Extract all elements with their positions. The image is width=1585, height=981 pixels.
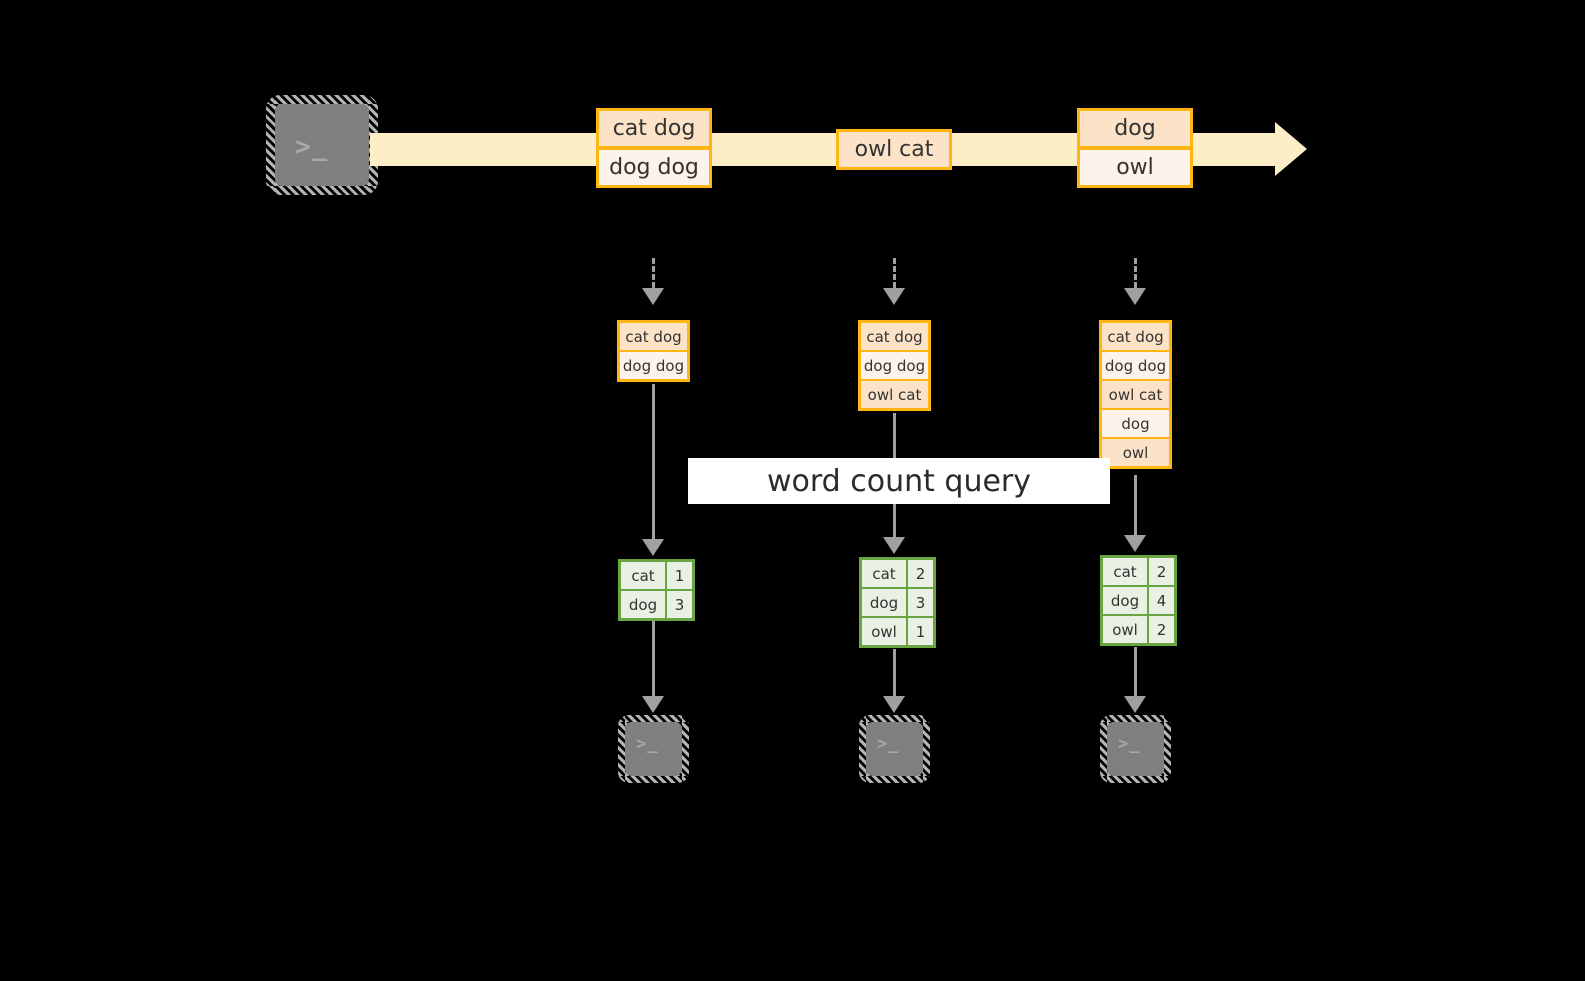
terminal-prompt-glyph: >_: [1118, 734, 1141, 754]
table-row: cat 2: [862, 560, 933, 587]
connector-stream-to-state-1-head: [642, 288, 664, 305]
connector-stream-to-state-3: [1134, 258, 1137, 288]
state-row: dog dog: [861, 352, 928, 379]
result-count: 4: [1149, 587, 1174, 614]
result-count: 2: [908, 560, 933, 587]
terminal-prompt-glyph: >_: [636, 734, 659, 754]
result-word: cat: [1103, 558, 1147, 585]
state-row: owl cat: [861, 381, 928, 408]
source-terminal-icon[interactable]: >_: [266, 95, 378, 195]
state-row: cat dog: [1102, 323, 1169, 350]
connector-state-to-result-3: [1134, 475, 1137, 535]
sink-terminal-icon-1[interactable]: >_: [618, 715, 689, 783]
result-word: dog: [862, 589, 906, 616]
table-row: dog 4: [1103, 587, 1174, 614]
connector-result-to-sink-1-head: [642, 696, 664, 713]
table-row: dog 3: [862, 589, 933, 616]
result-word: dog: [621, 591, 665, 618]
state-stack-2: cat dog dog dog owl cat: [858, 320, 931, 411]
table-row: owl 2: [1103, 616, 1174, 643]
query-banner: word count query: [688, 458, 1110, 504]
state-row: dog: [1102, 410, 1169, 437]
table-row: cat 2: [1103, 558, 1174, 585]
connector-state-to-result-1-head: [642, 539, 664, 556]
result-word: owl: [1103, 616, 1147, 643]
result-table-1: cat 1 dog 3: [618, 559, 695, 621]
state-row: cat dog: [861, 323, 928, 350]
result-count: 3: [667, 591, 692, 618]
connector-stream-to-state-2-head: [883, 288, 905, 305]
sink-terminal-icon-3[interactable]: >_: [1100, 715, 1171, 783]
state-row: owl: [1102, 439, 1169, 466]
result-table-3: cat 2 dog 4 owl 2: [1100, 555, 1177, 646]
sink-terminal-icon-2[interactable]: >_: [859, 715, 930, 783]
connector-stream-to-state-2: [893, 258, 896, 288]
result-word: owl: [862, 618, 906, 645]
connector-result-to-sink-2: [893, 649, 896, 696]
stream-event-1-line-1: cat dog: [596, 108, 712, 149]
table-row: dog 3: [621, 591, 692, 618]
connector-result-to-sink-2-head: [883, 696, 905, 713]
connector-stream-to-state-1: [652, 258, 655, 288]
result-count: 3: [908, 589, 933, 616]
result-count: 1: [908, 618, 933, 645]
state-row: dog dog: [620, 352, 687, 379]
table-row: owl 1: [862, 618, 933, 645]
terminal-prompt-glyph: >_: [877, 734, 900, 754]
terminal-screen: [866, 722, 923, 776]
state-row: cat dog: [620, 323, 687, 350]
result-word: dog: [1103, 587, 1147, 614]
state-row: dog dog: [1102, 352, 1169, 379]
state-stack-1: cat dog dog dog: [617, 320, 690, 382]
connector-state-to-result-3-head: [1124, 535, 1146, 552]
result-word: cat: [621, 562, 665, 589]
result-table-2: cat 2 dog 3 owl 1: [859, 557, 936, 648]
stream-event-3-line-2: owl: [1077, 147, 1193, 188]
connector-stream-to-state-3-head: [1124, 288, 1146, 305]
terminal-screen: [275, 104, 369, 186]
connector-result-to-sink-3: [1134, 647, 1137, 696]
result-count: 2: [1149, 616, 1174, 643]
terminal-screen: [625, 722, 682, 776]
stream-event-3-line-1: dog: [1077, 108, 1193, 149]
result-word: cat: [862, 560, 906, 587]
stream-event-1-line-2: dog dog: [596, 147, 712, 188]
connector-result-to-sink-1: [652, 621, 655, 696]
table-row: cat 1: [621, 562, 692, 589]
state-stack-3: cat dog dog dog owl cat dog owl: [1099, 320, 1172, 469]
terminal-prompt-glyph: >_: [295, 132, 329, 162]
connector-result-to-sink-3-head: [1124, 696, 1146, 713]
result-count: 2: [1149, 558, 1174, 585]
connector-state-to-result-1: [652, 384, 655, 539]
result-count: 1: [667, 562, 692, 589]
stream-arrow-head: [1275, 122, 1307, 176]
state-row: owl cat: [1102, 381, 1169, 408]
connector-state-to-result-2-head: [883, 537, 905, 554]
stream-event-2-line-1: owl cat: [836, 129, 952, 170]
terminal-screen: [1107, 722, 1164, 776]
